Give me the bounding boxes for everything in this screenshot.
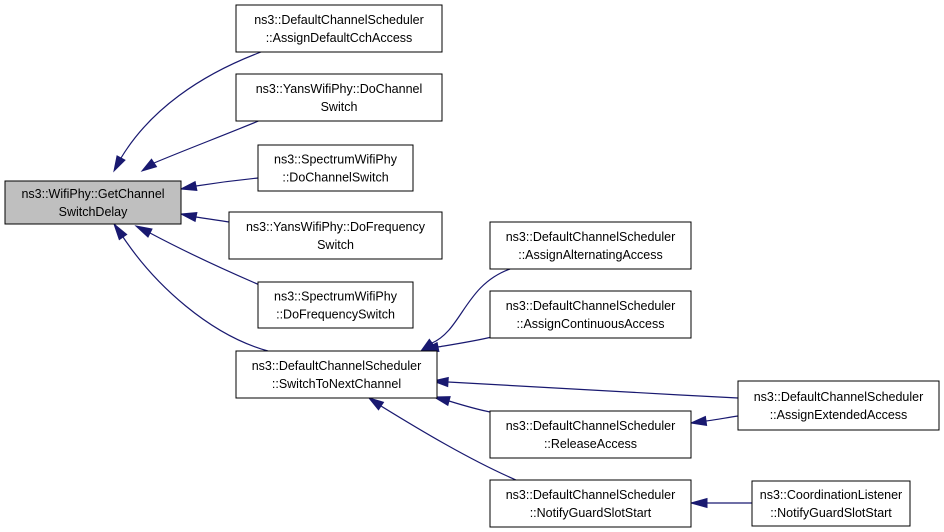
node-label-line: ns3::DefaultChannelScheduler	[506, 230, 676, 244]
node-coord_guard[interactable]: ns3::CoordinationListener::NotifyGuardSl…	[751, 480, 911, 527]
node-box[interactable]	[4, 180, 182, 225]
edge-arrowhead	[113, 155, 126, 173]
node-label-line: ns3::DefaultChannelScheduler	[506, 419, 676, 433]
node-box[interactable]	[228, 211, 443, 260]
node-label-line: ns3::DefaultChannelScheduler	[254, 13, 424, 27]
edge-line	[122, 236, 269, 352]
edge-line	[120, 51, 262, 159]
node-label-line: SwitchDelay	[59, 205, 129, 219]
node-dcs_guard[interactable]: ns3::DefaultChannelScheduler::NotifyGuar…	[489, 479, 692, 528]
node-box[interactable]	[489, 221, 692, 270]
node-spectrum_do_freq[interactable]: ns3::SpectrumWifiPhy::DoFrequencySwitch	[257, 281, 414, 329]
edge-line	[448, 400, 491, 413]
edge-line	[380, 405, 517, 481]
edge-dcs_continuous-to-dcs_switch_next	[421, 336, 493, 352]
node-dcs_extended[interactable]: ns3::DefaultChannelScheduler::AssignExte…	[737, 380, 940, 431]
node-yans_do_channel[interactable]: ns3::YansWifiPhy::DoChannelSwitch	[235, 73, 443, 122]
node-label-line: ::NotifyGuardSlotStart	[770, 506, 892, 520]
node-box[interactable]	[751, 480, 911, 527]
edge-dcs_extended-to-dcs_release	[689, 415, 739, 427]
node-label-line: ::AssignExtendedAccess	[770, 408, 908, 422]
edge-arrowhead	[112, 222, 128, 241]
node-label-line: ::NotifyGuardSlotStart	[530, 506, 652, 520]
node-label-line: ns3::DefaultChannelScheduler	[252, 359, 422, 373]
node-label-line: ns3::SpectrumWifiPhy	[274, 290, 398, 304]
node-spectrum_do_channel[interactable]: ns3::SpectrumWifiPhy::DoChannelSwitch	[257, 144, 414, 192]
node-dcs_release[interactable]: ns3::DefaultChannelScheduler::ReleaseAcc…	[489, 410, 692, 459]
edge-dcs_assign_default-to-root	[113, 51, 262, 173]
edge-yans_do_freq-to-root	[179, 212, 230, 223]
edge-dcs_switch_next-to-root	[112, 222, 269, 352]
node-label-line: ns3::YansWifiPhy::DoChannel	[256, 82, 423, 96]
edge-dcs_guard-to-dcs_switch_next	[367, 397, 517, 481]
edge-line	[195, 216, 230, 223]
node-box[interactable]	[737, 380, 940, 431]
node-dcs_alternating[interactable]: ns3::DefaultChannelScheduler::AssignAlte…	[489, 221, 692, 270]
node-label-line: ::SwitchToNextChannel	[272, 377, 401, 391]
edge-line	[153, 119, 262, 164]
node-label-line: Switch	[317, 238, 354, 252]
edge-yans_do_channel-to-root	[140, 119, 262, 172]
edge-spectrum_do_channel-to-root	[179, 177, 259, 191]
node-label-line: ns3::YansWifiPhy::DoFrequency	[246, 220, 426, 234]
node-label-line: Switch	[321, 100, 358, 114]
node-dcs_assign_default[interactable]: ns3::DefaultChannelScheduler::AssignDefa…	[235, 4, 443, 53]
node-box[interactable]	[489, 479, 692, 528]
node-box[interactable]	[489, 290, 692, 339]
node-label-line: ns3::DefaultChannelScheduler	[754, 390, 924, 404]
node-label-line: ns3::CoordinationListener	[760, 488, 902, 502]
node-label-line: ::AssignContinuousAccess	[517, 317, 665, 331]
edge-line	[149, 232, 263, 287]
edge-coord_guard-to-dcs_guard	[689, 497, 752, 509]
edge-dcs_extended-to-dcs_switch_next	[431, 376, 739, 399]
node-label-line: ::ReleaseAccess	[544, 437, 637, 451]
node-label-line: ::DoChannelSwitch	[282, 171, 388, 185]
node-box[interactable]	[257, 281, 414, 329]
node-box[interactable]	[257, 144, 414, 192]
edge-line	[705, 415, 739, 422]
node-label-line: ns3::WifiPhy::GetChannel	[21, 187, 164, 201]
edge-line	[447, 381, 739, 399]
node-label-line: ns3::DefaultChannelScheduler	[506, 488, 676, 502]
edge-arrowhead	[179, 212, 198, 223]
edge-arrowhead	[367, 397, 385, 411]
edge-arrowhead	[179, 180, 198, 191]
edge-arrowhead	[689, 415, 708, 427]
edge-arrowhead	[431, 376, 449, 388]
edge-arrowhead	[140, 158, 158, 172]
node-box[interactable]	[235, 73, 443, 122]
edge-dcs_release-to-dcs_switch_next	[432, 396, 491, 413]
node-box[interactable]	[235, 4, 443, 53]
node-label-line: ::AssignDefaultCchAccess	[266, 31, 413, 45]
node-label-line: ::AssignAlternatingAccess	[518, 248, 663, 262]
edge-spectrum_do_freq-to-root	[134, 225, 263, 287]
edge-line	[437, 336, 493, 348]
node-dcs_switch_next[interactable]: ns3::DefaultChannelScheduler::SwitchToNe…	[235, 350, 438, 399]
edge-arrowhead	[134, 225, 153, 238]
edges-layer	[112, 51, 752, 509]
node-label-line: ns3::DefaultChannelScheduler	[506, 299, 676, 313]
node-box[interactable]	[489, 410, 692, 459]
edge-line	[195, 177, 259, 187]
edge-arrowhead	[432, 396, 451, 407]
node-dcs_continuous[interactable]: ns3::DefaultChannelScheduler::AssignCont…	[489, 290, 692, 339]
node-box[interactable]	[235, 350, 438, 399]
node-label-line: ns3::SpectrumWifiPhy	[274, 153, 398, 167]
nodes-layer: ns3::WifiPhy::GetChannelSwitchDelayns3::…	[4, 4, 940, 528]
node-label-line: ::DoFrequencySwitch	[276, 308, 395, 322]
edge-arrowhead	[689, 497, 708, 509]
edge-line	[431, 268, 511, 344]
node-yans_do_freq[interactable]: ns3::YansWifiPhy::DoFrequencySwitch	[228, 211, 443, 260]
